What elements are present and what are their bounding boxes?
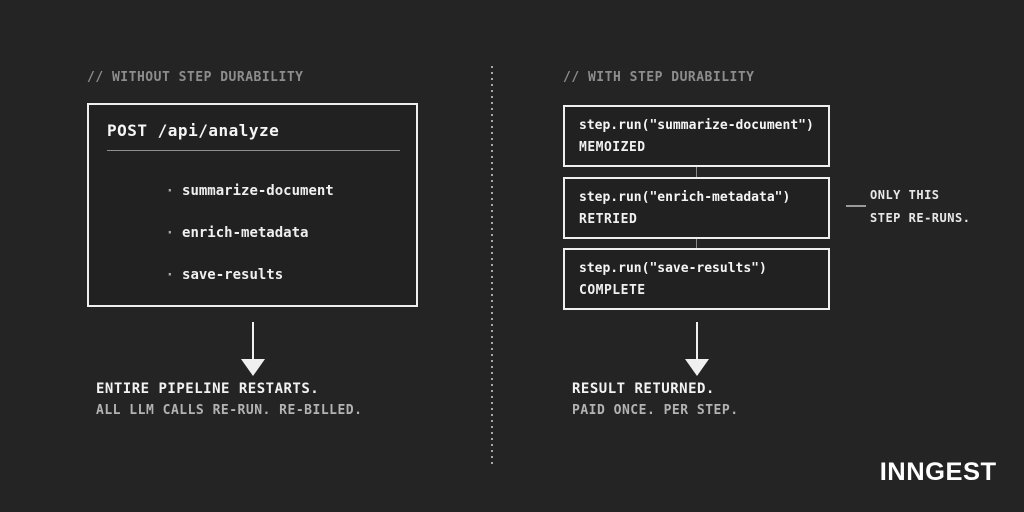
step-status-badge: COMPLETE [579, 283, 646, 298]
arrow-stem [252, 322, 254, 359]
annotation-text-line2: STEP RE-RUNS. [870, 211, 971, 225]
right-caption-primary: RESULT RETURNED. [572, 381, 715, 397]
bullet-icon: · [165, 225, 175, 241]
dotted-divider-line [491, 66, 493, 465]
down-arrow-icon [685, 322, 709, 376]
left-caption-primary: ENTIRE PIPELINE RESTARTS. [96, 381, 320, 397]
step-box-save: step.run("save-results") COMPLETE [563, 248, 830, 310]
step-code: step.run("enrich-metadata") [579, 190, 791, 205]
down-arrow-icon [241, 322, 265, 376]
arrow-head [685, 359, 709, 376]
step-box-summarize: step.run("summarize-document") MEMOIZED [563, 105, 830, 167]
step-status-badge: RETRIED [579, 212, 638, 227]
pipeline-item-summarize: · summarize-document [115, 167, 334, 215]
step-connector-line [696, 167, 697, 177]
bullet-icon: · [165, 183, 175, 199]
api-endpoint-title: POST /api/analyze [107, 121, 280, 140]
pipeline-item-label: enrich-metadata [182, 225, 309, 241]
arrow-head [241, 359, 265, 376]
step-code: step.run("save-results") [579, 261, 767, 276]
right-caption-secondary: PAID ONCE. PER STEP. [572, 403, 739, 418]
step-connector-line [696, 239, 697, 248]
step-status-badge: MEMOIZED [579, 140, 646, 155]
bullet-icon: · [165, 267, 175, 283]
without-durability-header: // WITHOUT STEP DURABILITY [87, 70, 304, 85]
pipeline-item-label: save-results [182, 267, 284, 283]
annotation-text-line1: ONLY THIS [870, 188, 940, 202]
inngest-logo: INNGEST [880, 458, 997, 486]
pipeline-item-save: · save-results [115, 251, 284, 299]
with-durability-header: // WITH STEP DURABILITY [563, 70, 755, 85]
annotation-pointer-line [846, 205, 866, 207]
step-code: step.run("summarize-document") [579, 118, 814, 133]
pipeline-item-label: summarize-document [182, 183, 334, 199]
arrow-stem [696, 322, 698, 359]
api-request-box: POST /api/analyze · summarize-document · e… [87, 103, 418, 307]
divider-line [107, 150, 400, 151]
left-caption-secondary: ALL LLM CALLS RE-RUN. RE-BILLED. [96, 403, 363, 418]
pipeline-item-enrich: · enrich-metadata [115, 209, 309, 257]
step-box-enrich: step.run("enrich-metadata") RETRIED [563, 177, 830, 239]
